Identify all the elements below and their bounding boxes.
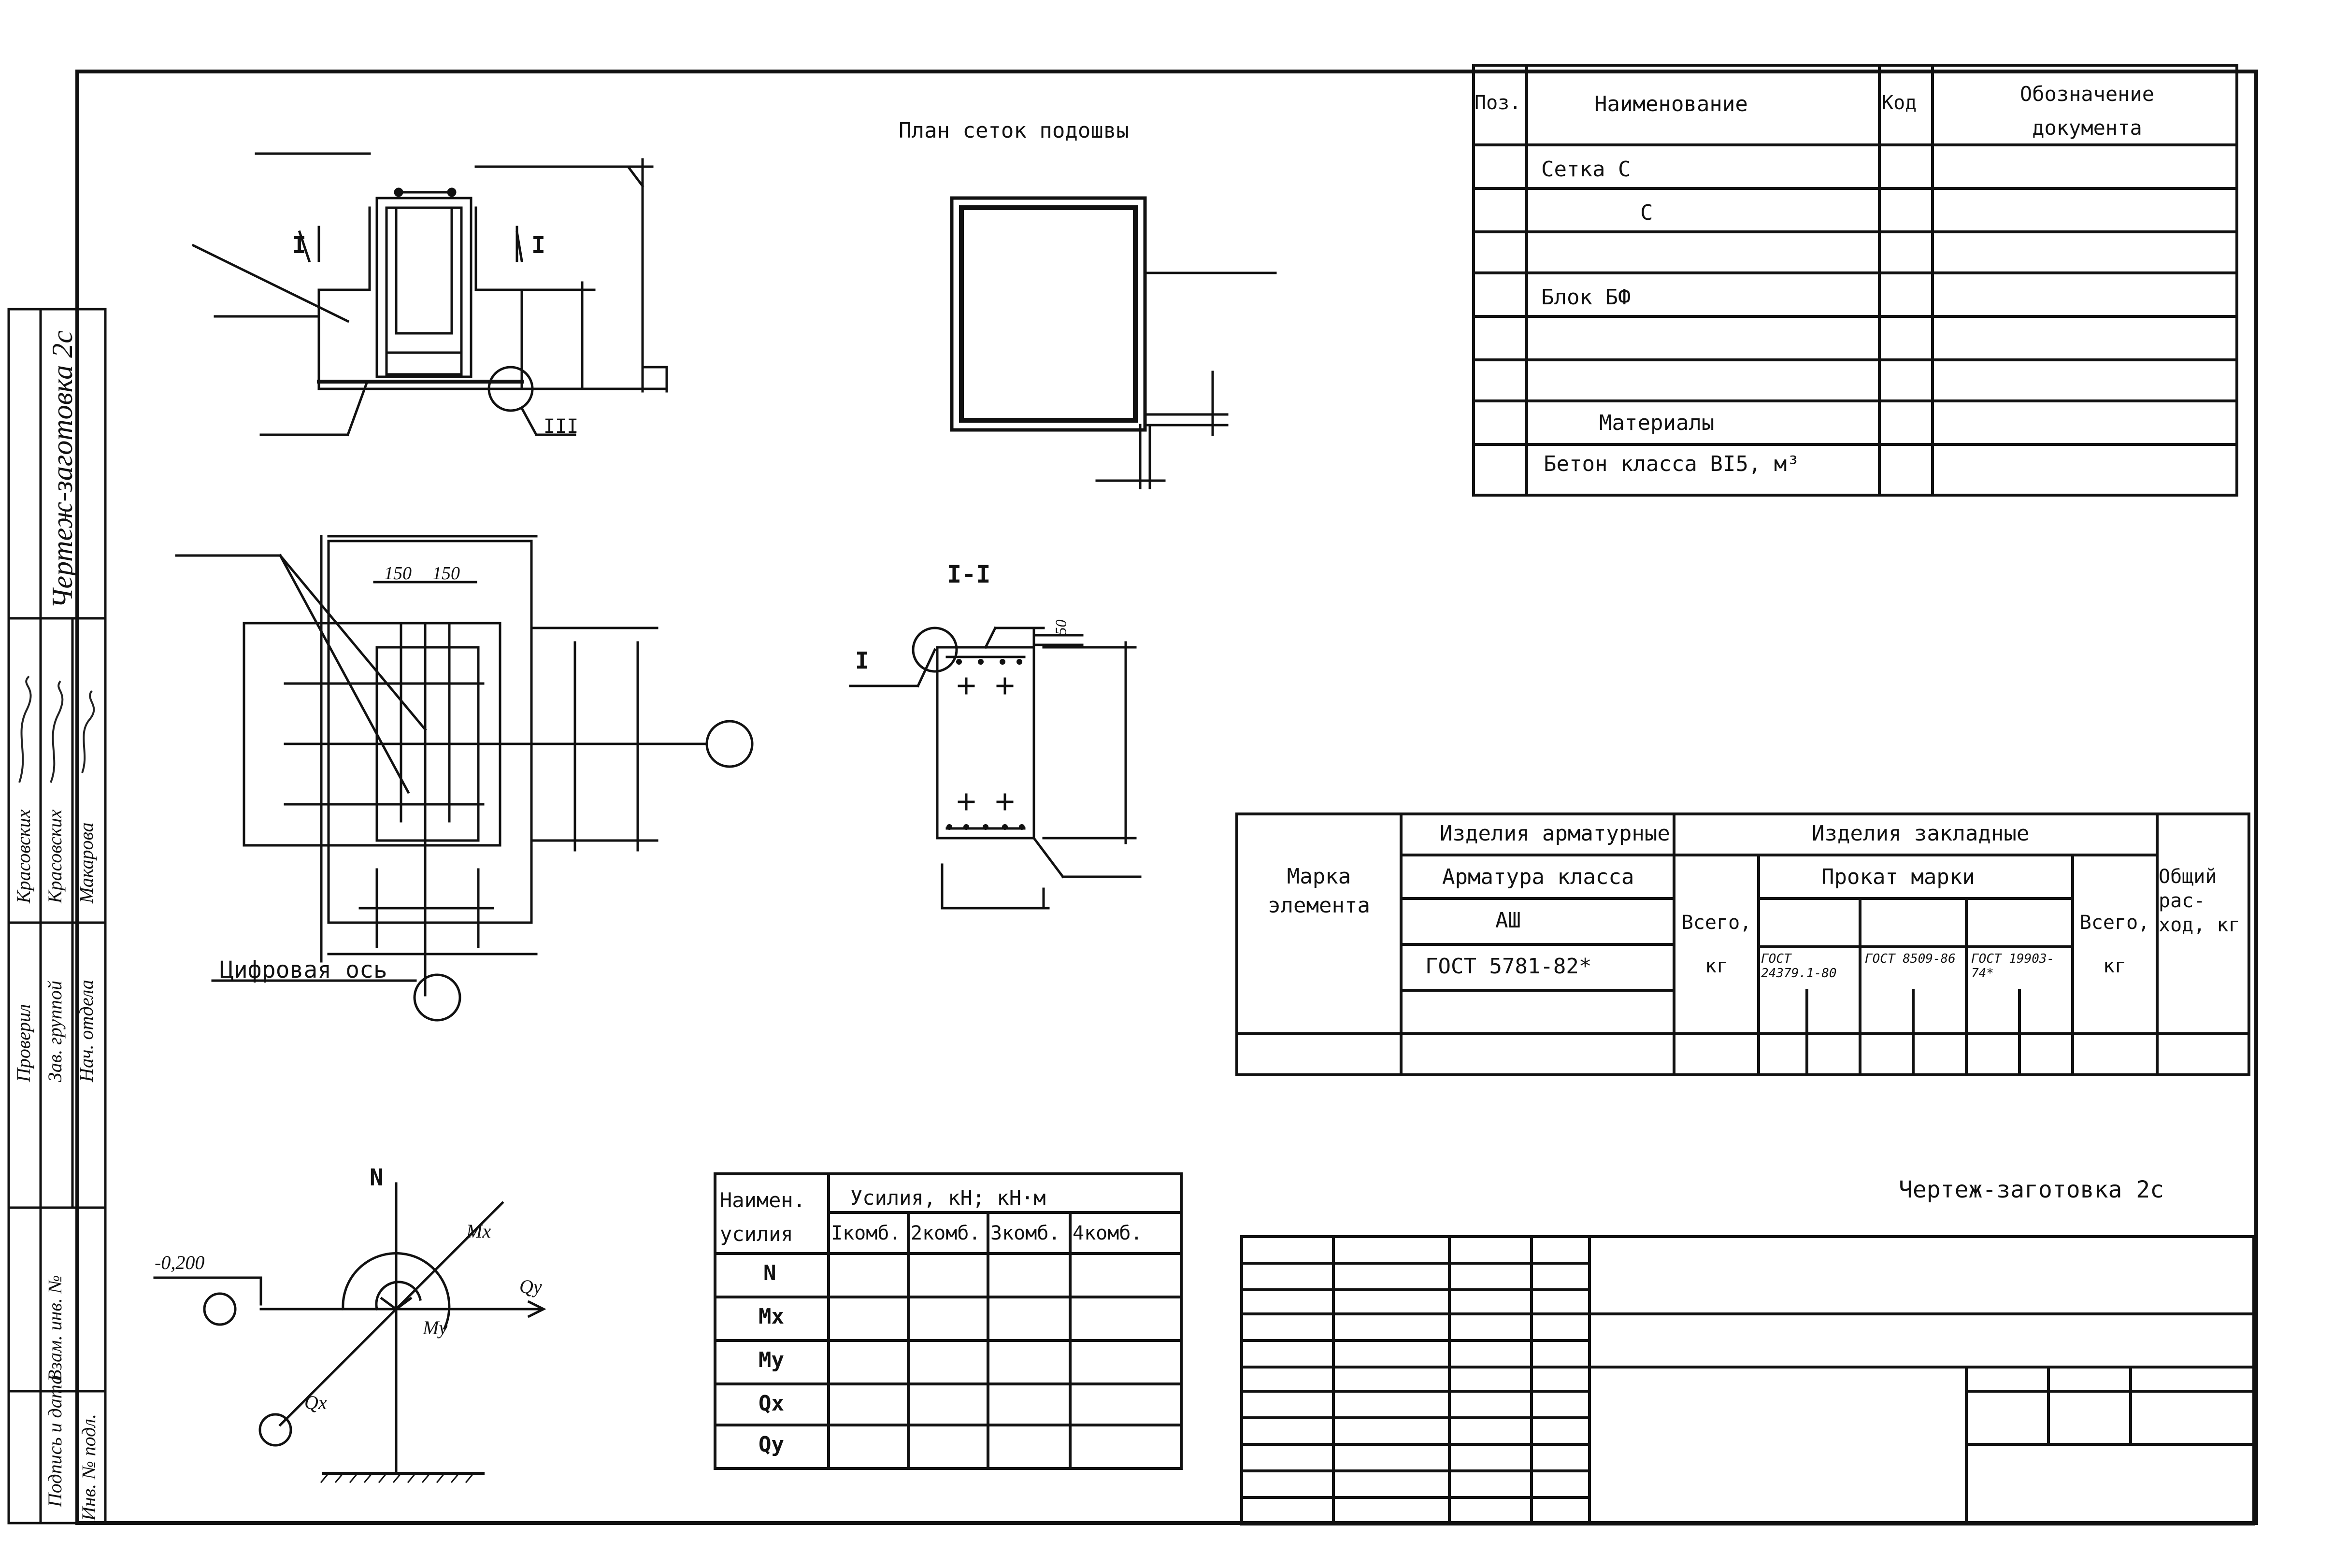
section-view [849,626,1142,910]
steel-arm-gost: ГОСТ 5781-82* [1425,954,1592,979]
spec-row-concrete: Бетон класса BI5, м³ [1544,452,1800,476]
dim-150-right: 150 [432,563,460,584]
section-label: I-I [947,560,991,588]
mesh-plan-title: План сеток подошвы [899,118,1129,143]
signature-3 [81,690,95,773]
dim-150-left: 150 [384,563,412,584]
elevation-mark: -0,200 [155,1252,205,1273]
section-mark-right: I [531,232,545,259]
forces-row-Qy: Qy [759,1432,784,1457]
steel-arm-grade: АШ [1495,908,1521,933]
load-scheme [153,1182,546,1483]
force-Mx-label: Mx [466,1220,491,1242]
steel-total2: Всего, кг [2079,912,2150,977]
steel-arm-class: Арматура класса [1442,865,1634,889]
spec-row-1: Сетка С [1541,157,1631,182]
forces-col-2: 2комб. [911,1222,981,1244]
forces-row-Qx: Qx [759,1391,784,1416]
forces-row-My: My [759,1348,784,1372]
spec-header-pos: Поз. [1475,92,1521,114]
steel-prokat: Прокат марки [1821,865,1975,889]
steel-overall: Общий рас- ход, кг [2159,866,2240,936]
left-stamp-grid [7,308,107,1525]
steel-gost3: ГОСТ 19903-74* [1971,952,2055,981]
steel-arm-header: Изделия арматурные [1440,821,1670,846]
section-node-mark: I [855,647,869,674]
spec-header-name: Наименование [1594,92,1748,116]
steel-emb-header: Изделия закладные [1812,821,2030,846]
signature-2 [50,680,64,783]
spec-row-materials: Материалы [1599,411,1715,435]
force-N-label: N [370,1164,384,1191]
forces-h1: Наимен. [720,1188,806,1212]
steel-gost1: ГОСТ 24379.1-80 [1761,952,1837,981]
forces-row-Mx: Mx [759,1304,784,1329]
node-mark: III [544,415,579,438]
foundation-plan [175,535,754,1022]
axis-label: Цифровая ось [220,956,387,984]
steel-mark-header: Марка элемента [1268,864,1370,918]
spec-header-code: Код [1882,92,1917,114]
spec-row-4: Блок БФ [1541,285,1631,310]
steel-table-grid [1235,813,2250,1076]
force-My-label: My [423,1317,448,1339]
forces-h2: Усилия, кН; кН·м [850,1186,1046,1210]
drawing-caption: Чертеж-заготовка 2с [1899,1176,2164,1203]
foundation-elevation [191,152,668,437]
forces-table-grid [714,1172,1183,1470]
sheet-frame [75,70,2258,1525]
forces-h1b: усилия [720,1222,793,1246]
signature-1 [18,675,32,783]
force-Qx-label: Qx [304,1392,327,1413]
spec-table-grid [1472,64,2238,497]
mesh-plan [950,196,1277,489]
steel-total1: Всего, кг [1681,912,1752,977]
forces-col-4: 4комб. [1073,1222,1143,1244]
forces-col-1: Iкомб. [831,1222,901,1244]
section-mark-left: I [292,232,306,259]
steel-gost2: ГОСТ 8509-86 [1865,952,1956,966]
spec-row-2: С [1640,200,1653,225]
force-Qy-label: Qy [519,1276,542,1297]
spec-header-doc: Обозначение документа [2019,82,2155,140]
forces-col-3: 3комб. [990,1222,1060,1244]
forces-row-N: N [763,1261,776,1285]
title-block-grid [1240,1235,2255,1525]
